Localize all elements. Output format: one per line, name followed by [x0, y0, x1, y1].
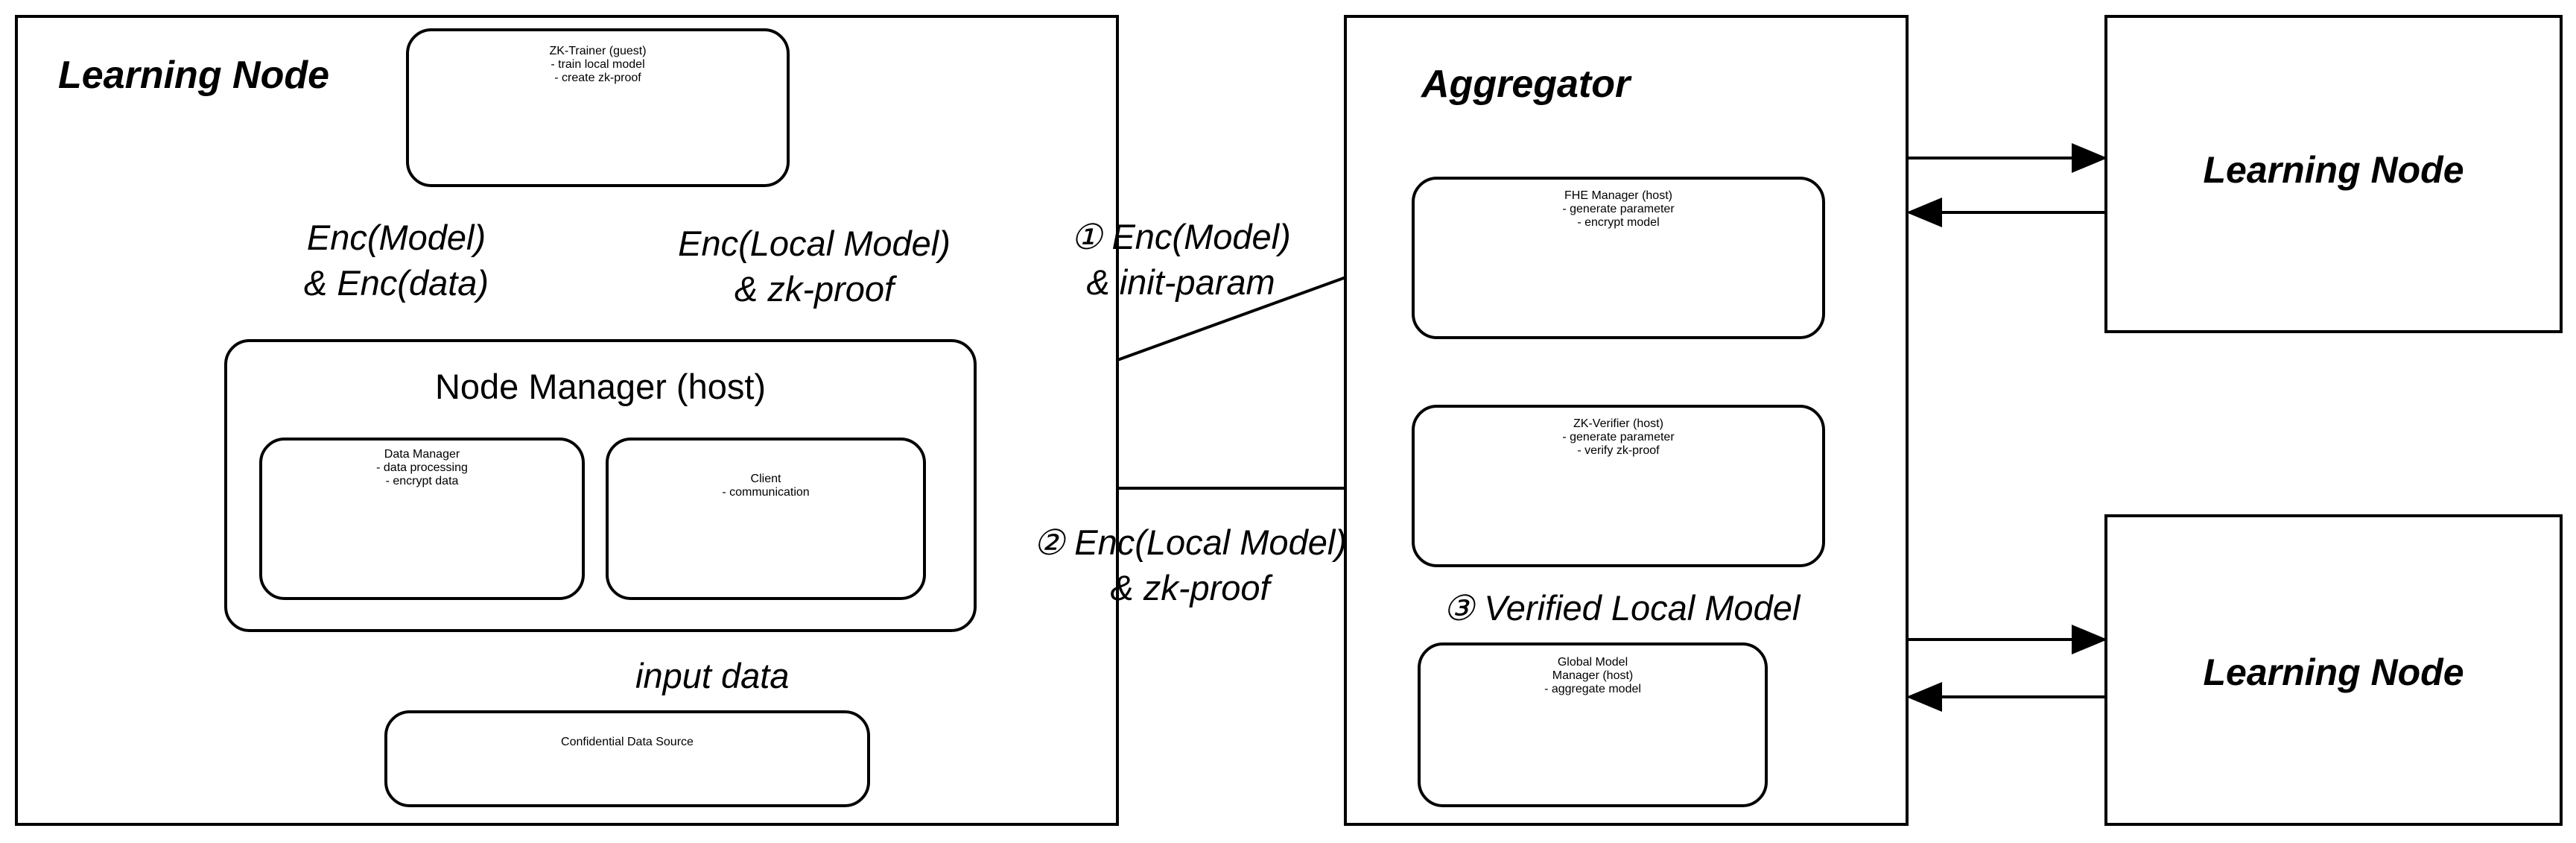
data-source-label: Confidential Data Source — [561, 736, 694, 748]
zk-verifier-item-verify: - verify zk-proof — [1577, 444, 1660, 457]
label-step2-enc-local-zk: ② Enc(Local Model) & zk-proof — [1033, 522, 1347, 608]
label-step3-verified-local-model: ③ Verified Local Model — [1443, 588, 1801, 628]
global-model-manager-box: Global Model Manager (host) - aggregate … — [1418, 642, 1768, 807]
global-manager-line-3: - aggregate model — [1544, 683, 1641, 695]
client-title: Client — [750, 473, 781, 485]
zk-trainer-title: ZK-Trainer (guest) — [549, 45, 647, 57]
learning-node-title: Learning Node — [58, 54, 330, 97]
remote-learning-node-1-label: Learning Node — [2203, 149, 2464, 191]
remote-learning-node-2-label: Learning Node — [2203, 651, 2464, 693]
label-enc-model-data: Enc(Model) & Enc(data) — [303, 218, 489, 303]
client-item-communication: - communication — [722, 486, 810, 499]
label-input-data: input data — [635, 656, 790, 695]
fhe-manager-box: FHE Manager (host) - generate parameter … — [1412, 177, 1825, 339]
global-manager-line-1: Global Model — [1557, 656, 1628, 669]
data-source-box: Confidential Data Source — [384, 710, 870, 807]
zk-verifier-item-param: - generate parameter — [1562, 431, 1675, 443]
zk-trainer-item-proof: - create zk-proof — [554, 72, 641, 84]
fhe-manager-item-encrypt: - encrypt model — [1577, 216, 1660, 229]
node-manager-title: Node Manager (host) — [434, 367, 767, 406]
zk-trainer-box: ZK-Trainer (guest) - train local model -… — [406, 28, 790, 187]
data-manager-item-processing: - data processing — [376, 461, 468, 474]
data-manager-item-encrypt: - encrypt data — [385, 475, 459, 487]
global-manager-line-2: Manager (host) — [1552, 669, 1634, 682]
data-manager-box: Data Manager - data processing - encrypt… — [259, 438, 585, 600]
aggregator-title: Aggregator — [1421, 63, 1631, 106]
zk-verifier-box: ZK-Verifier (host) - generate parameter … — [1412, 405, 1825, 567]
label-step1-enc-model-init: ① Enc(Model) & init-param — [1070, 217, 1291, 303]
data-manager-title: Data Manager — [384, 448, 460, 461]
fhe-manager-item-param: - generate parameter — [1562, 203, 1675, 215]
client-box: Client - communication — [606, 438, 926, 600]
fhe-manager-title: FHE Manager (host) — [1564, 189, 1672, 202]
remote-learning-node-1 — [2104, 15, 2563, 333]
remote-learning-node-2 — [2104, 514, 2563, 826]
label-enc-local-model-zk: Enc(Local Model) & zk-proof — [678, 224, 951, 309]
zk-verifier-title: ZK-Verifier (host) — [1573, 417, 1663, 430]
zk-trainer-item-train: - train local model — [551, 58, 645, 71]
